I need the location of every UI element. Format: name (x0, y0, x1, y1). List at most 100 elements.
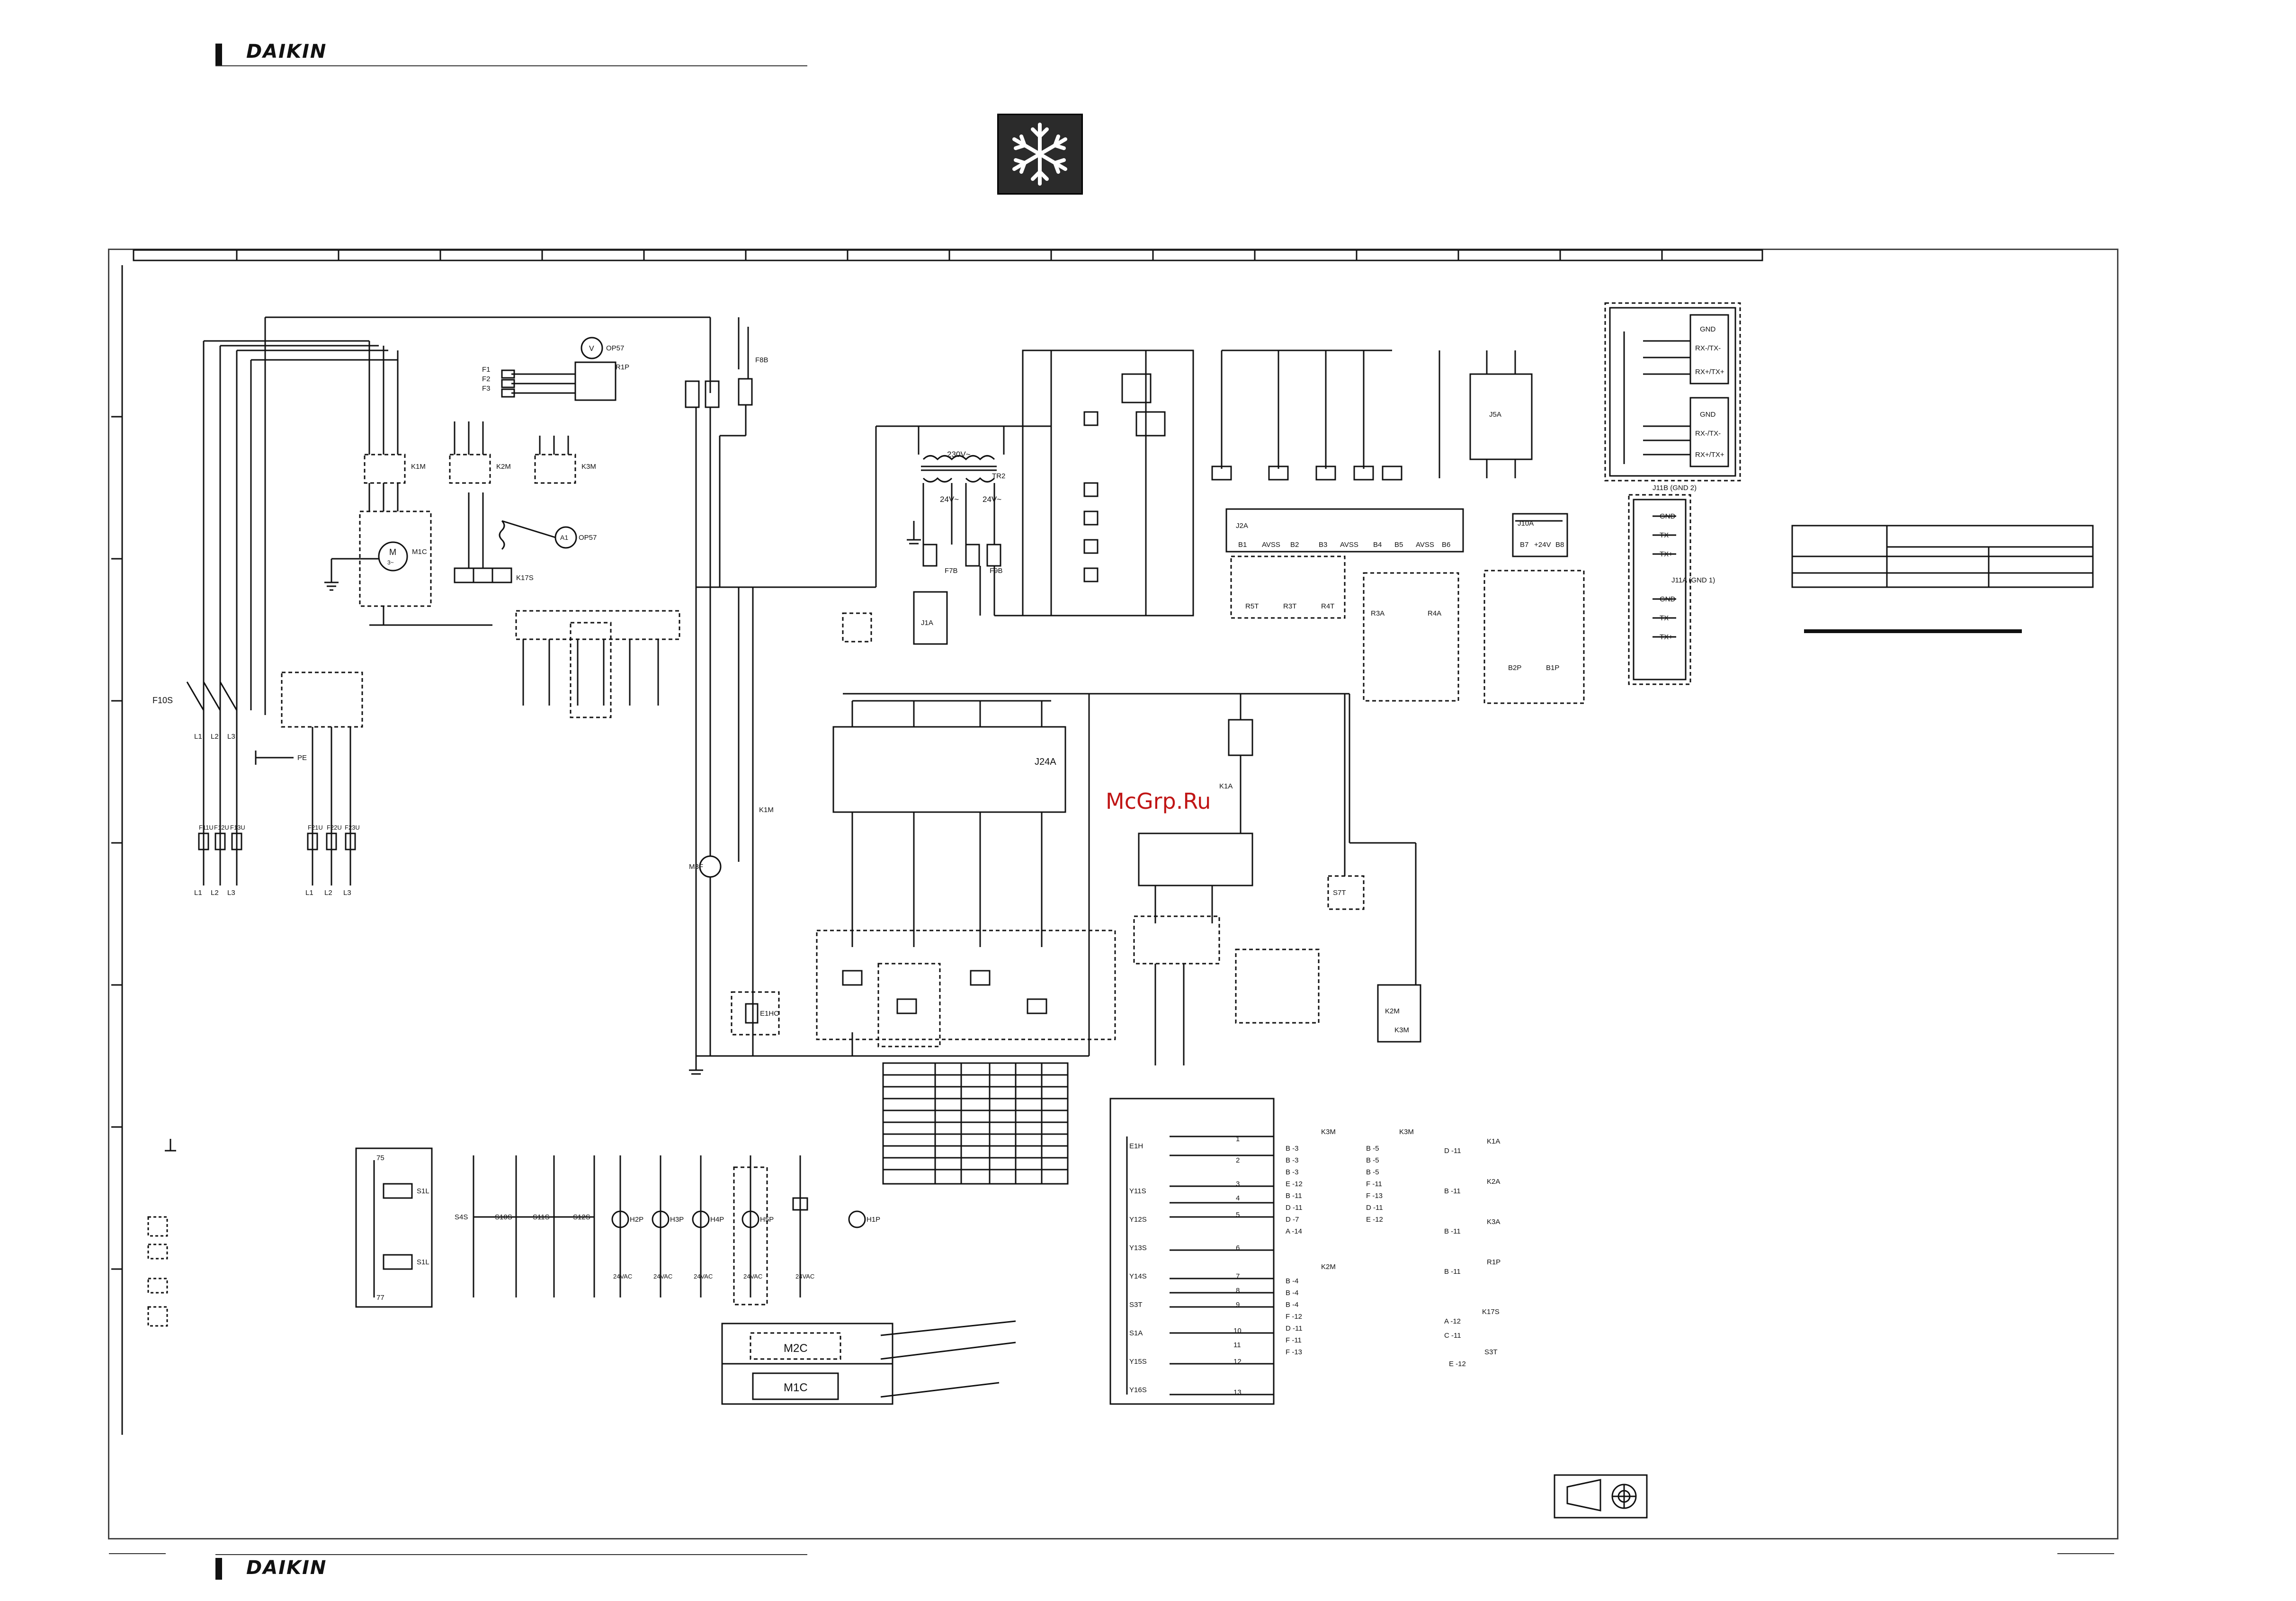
sensor-r5t: R5T (1245, 602, 1259, 610)
xref-k3m-row-8: A -14 (1286, 1227, 1302, 1235)
k3m-relay-label: K3M (1394, 1026, 1409, 1034)
xref-relay-row-1: D -11 (1444, 1147, 1461, 1155)
terminal-number-12: 12 (1233, 1358, 1242, 1366)
gnd-label-4: GND (1660, 595, 1676, 603)
rxtx-plus-2: RX+/TX+ (1695, 451, 1724, 459)
xref-k3m-b-row-3: B -5 (1366, 1168, 1379, 1176)
phase-fuse-f2: F2 (482, 375, 491, 383)
xref-k2a-label: K2A (1487, 1178, 1500, 1186)
j5a-label: J5A (1489, 411, 1501, 419)
xref-s3t-row-1: E -12 (1449, 1360, 1466, 1368)
line-label-l3: L3 (227, 733, 235, 741)
vac-1: 24VAC (613, 1273, 632, 1280)
vac-2: 24VAC (653, 1273, 672, 1280)
meter-a1-label: A1 (560, 534, 568, 541)
terminal-number-13: 13 (1233, 1388, 1242, 1396)
m2c-label: M2C (784, 1342, 808, 1355)
fuse-f12u: F12U (214, 824, 229, 831)
analog-input-b1: B1 (1238, 541, 1247, 549)
tx-plus-1: TX+ (1660, 550, 1673, 558)
j1a-label: J1A (921, 619, 933, 627)
terminal-number-2: 2 (1236, 1156, 1240, 1164)
xref-k17s-label: K17S (1482, 1308, 1500, 1316)
contactor-k2m: K2M (496, 463, 511, 471)
k1m-aux-label: K1M (759, 806, 774, 814)
xref-s3t-label: S3T (1484, 1348, 1498, 1356)
xref-k3m-b-row-7: E -12 (1366, 1216, 1383, 1224)
meter-op57-bottom: OP57 (579, 534, 597, 542)
xref-k2m-row-3: B -4 (1286, 1301, 1299, 1309)
contactor-k1m: K1M (411, 463, 426, 471)
analog-input-b5: B5 (1394, 541, 1403, 549)
s1l-label-top: S1L (417, 1187, 429, 1195)
xref-k3m-header-b: K3M (1399, 1128, 1414, 1136)
xref-k3m-b-row-2: B -5 (1366, 1156, 1379, 1164)
j24a-label: J24A (1035, 757, 1056, 767)
b-input-b7: B7 (1520, 541, 1528, 549)
fuse-f7b-label: F7B (945, 567, 958, 575)
line-bottom-l3: L3 (227, 889, 235, 897)
line-bottom-l2: L2 (211, 889, 219, 897)
xref-k3m-row-4: E -12 (1286, 1180, 1303, 1188)
heater-label: E1HC (760, 1010, 779, 1018)
s1l-label-bottom: S1L (417, 1258, 429, 1266)
rxtx-plus-1: RX+/TX+ (1695, 368, 1724, 376)
fuse-f13u: F13U (230, 824, 245, 831)
analog-input-b6: B6 (1442, 541, 1450, 549)
footer-rule-right (2057, 1553, 2114, 1554)
overload-label: K17S (516, 574, 534, 582)
xref-k3m-row-1: B -3 (1286, 1145, 1299, 1153)
line-label-l1: L1 (194, 733, 202, 741)
analog-input-avss-1: AVSS (1262, 541, 1280, 549)
phase-fuse-f3: F3 (482, 385, 491, 393)
analog-input-b2: B2 (1290, 541, 1299, 549)
xref-k3m-b-row-6: D -11 (1366, 1204, 1383, 1212)
b-input-b8: B8 (1555, 541, 1564, 549)
terminal-number-3: 3 (1236, 1180, 1240, 1188)
j11b-label: J11B (GND 2) (1653, 484, 1697, 492)
terminal-device-y11s: Y11S (1129, 1187, 1146, 1195)
terminal-device-y14s: Y14S (1129, 1272, 1147, 1280)
motor-symbol: M (389, 547, 396, 557)
xref-k2m-row-7: F -13 (1286, 1348, 1302, 1356)
xref-k3m-row-3: B -3 (1286, 1168, 1299, 1176)
xref-r1p-label: R1P (1487, 1258, 1501, 1266)
motor-phase: 3~ (387, 559, 394, 566)
sensor-r4t: R4T (1321, 602, 1334, 610)
terminal-device-y12s: Y12S (1129, 1216, 1147, 1224)
pe-label: PE (297, 754, 307, 762)
terminal-number-10: 10 (1233, 1327, 1242, 1335)
terminal-device-y15s: Y15S (1129, 1358, 1147, 1366)
footer-brand-logo: DAIKIN (246, 1557, 327, 1579)
xref-k3m-b-row-1: B -5 (1366, 1145, 1379, 1153)
footer-rule-center (215, 1554, 807, 1555)
footer-brand-bar (215, 1558, 222, 1580)
xref-k2m-row-5: D -11 (1286, 1324, 1303, 1333)
vac-3: 24VAC (694, 1273, 713, 1280)
line-bottom-r2: L2 (324, 889, 332, 897)
lamp-h4p: H4P (710, 1216, 724, 1224)
header-brand-logo: DAIKIN (246, 41, 327, 63)
analog-input-b4: B4 (1373, 541, 1382, 549)
xref-k3m-b-row-4: F -11 (1366, 1180, 1382, 1188)
lamp-h5p: H5P (760, 1216, 774, 1224)
lamp-h3p: H3P (670, 1216, 684, 1224)
terminal-number-7: 7 (1236, 1272, 1240, 1280)
xref-k3m-row-2: B -3 (1286, 1156, 1299, 1164)
xref-k3m-row-5: B -11 (1286, 1192, 1302, 1200)
sensor-r3t: R3T (1283, 602, 1296, 610)
relay-r1p-label: R1P (616, 363, 629, 371)
phase-fuse-f1: F1 (482, 366, 491, 374)
selector-s12s: S12S (573, 1213, 590, 1221)
terminal-number-5: 5 (1236, 1211, 1240, 1219)
selector-s11s: S11S (533, 1213, 550, 1221)
rxtx-minus-2: RX-/TX- (1695, 429, 1721, 438)
xref-k3m-row-7: D -7 (1286, 1216, 1299, 1224)
xref-k3m-header: K3M (1321, 1128, 1336, 1136)
xref-k2m-row-1: B -4 (1286, 1277, 1299, 1285)
main-isolator-label: F10S (152, 696, 173, 705)
fuse-f11u: F11U (199, 824, 214, 831)
meter-op57-top: OP57 (606, 344, 624, 352)
header-brand-bar (215, 44, 222, 65)
